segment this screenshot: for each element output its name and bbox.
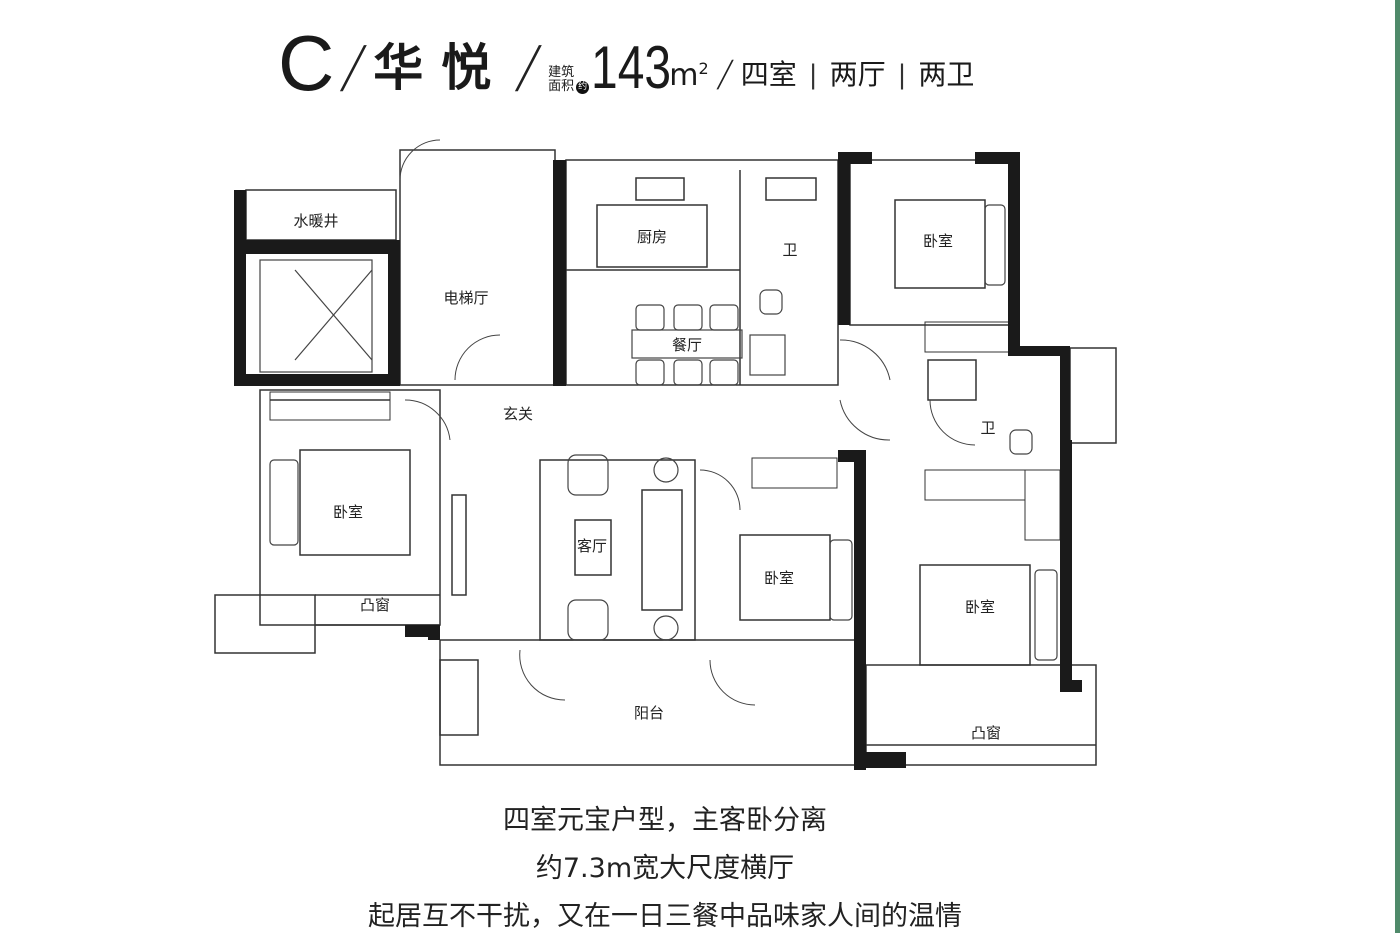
room-foyer: 玄关: [503, 405, 533, 423]
room-dining: 餐厅: [672, 336, 702, 354]
area-label: 建筑 面积: [548, 66, 574, 94]
furniture: [259, 204, 1058, 661]
room-bedroom-ne: 卧室: [923, 232, 953, 250]
room-count: 四室: [740, 58, 797, 91]
area-label-line2: 面积: [548, 79, 575, 94]
room-bedroom-c: 卧室: [764, 569, 794, 587]
room-kitchen: 厨房: [637, 228, 667, 246]
unit-letter: C: [278, 19, 335, 107]
area-value: 143: [591, 34, 672, 101]
room-bath-1: 卫: [782, 241, 797, 259]
separator: |: [897, 60, 907, 90]
room-elevator-hall: 电梯厅: [443, 289, 488, 307]
thick-walls: [234, 152, 1082, 770]
room-balcony: 阳台: [634, 704, 664, 722]
room-bedroom-se: 卧室: [965, 598, 995, 616]
room-bay-window-e: 凸窗: [971, 724, 1001, 742]
unit-name: 华悦: [373, 39, 510, 97]
approx-badge: 约: [576, 81, 590, 94]
room-bay-window-w: 凸窗: [360, 596, 390, 614]
accent-stripe: [1395, 0, 1400, 933]
room-bath-2: 卫: [980, 419, 995, 437]
description-line-1: 四室元宝户型，主客卧分离: [503, 805, 827, 836]
hall-count: 两厅: [829, 58, 886, 91]
area-label-line1: 建筑: [548, 65, 575, 80]
area-unit-sup: 2: [698, 59, 709, 78]
bath-count: 两卫: [918, 58, 975, 91]
description-line-3: 起居互不干扰，又在一日三餐中品味家人间的温情: [368, 901, 962, 932]
unit-title: C / 华悦 / 建筑 面积 约 143 m2 / 四室 | 两厅 | 两卫: [278, 18, 975, 107]
area-unit: m2: [669, 47, 708, 98]
room-water-shaft: 水暖井: [293, 212, 338, 230]
room-bedroom-w: 卧室: [333, 503, 363, 521]
separator: |: [808, 60, 818, 90]
door-swings: [399, 139, 976, 706]
description-line-2: 约7.3m宽大尺度横厅: [535, 853, 795, 884]
area-unit-m: m: [669, 58, 699, 93]
room-living: 客厅: [577, 537, 607, 555]
